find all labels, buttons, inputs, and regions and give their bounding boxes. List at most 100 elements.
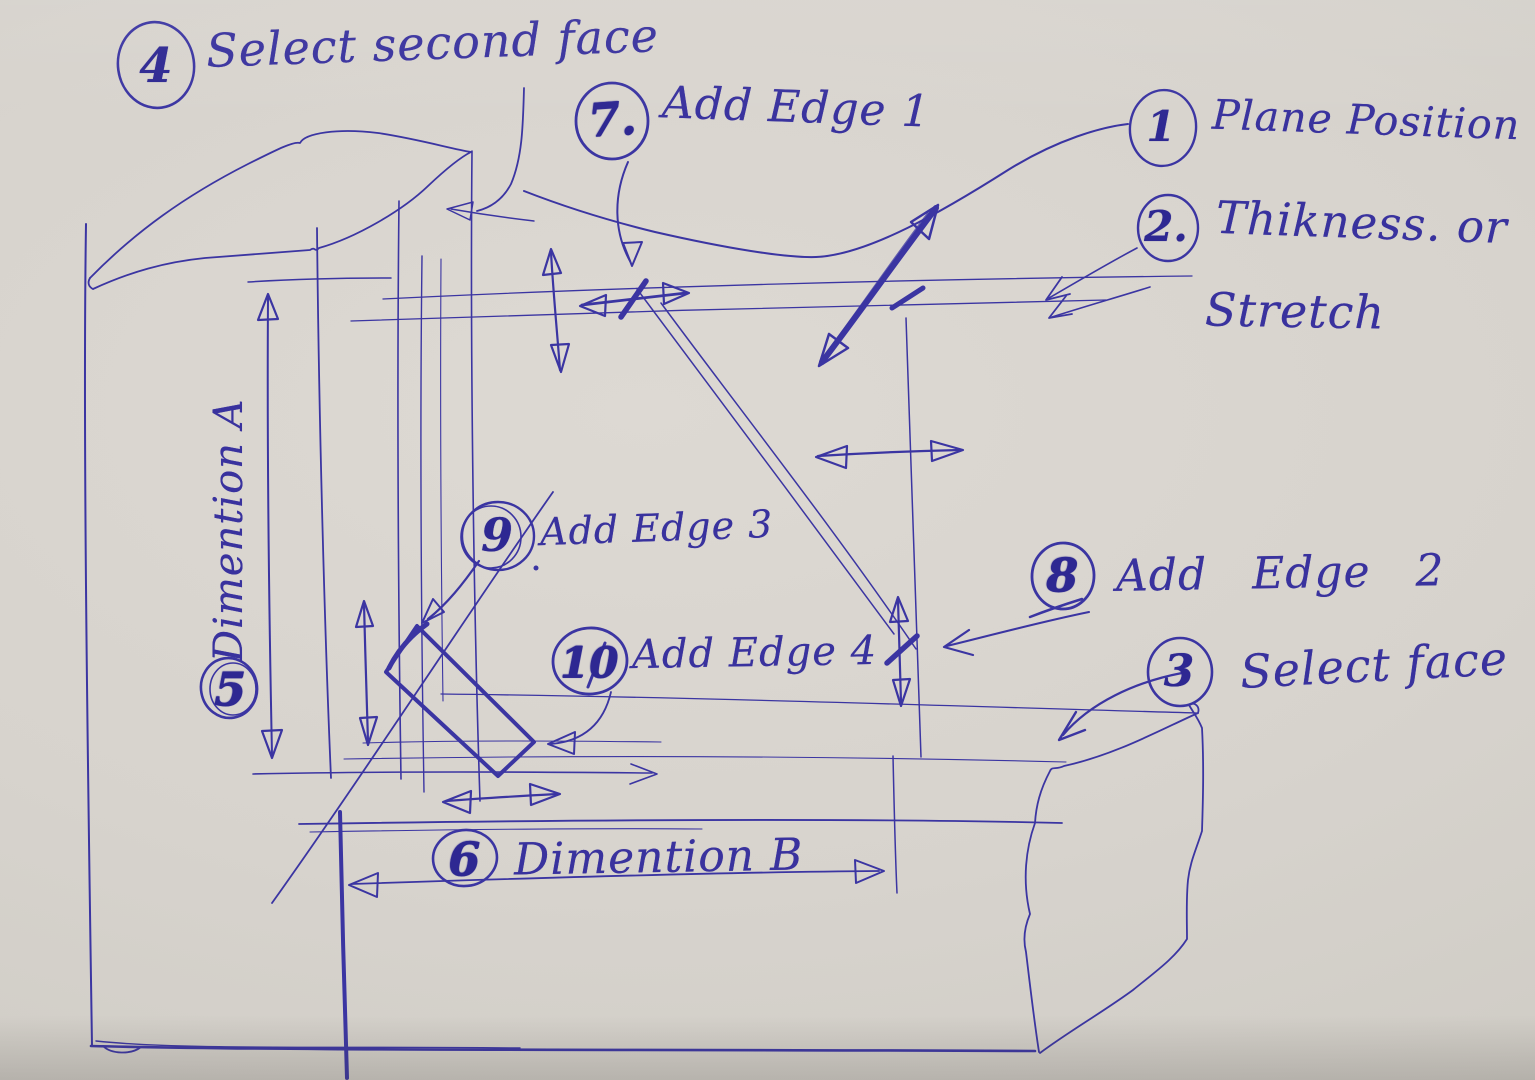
annotation-label-stretch: Stretch [1204,282,1386,340]
leader-3 [1061,671,1184,737]
thick-arrow-head-sw [817,332,850,368]
tilted-rectangle-bold [384,624,536,778]
marked-edge-line [450,208,535,222]
chamfer-diagonal-2 [660,302,917,650]
annotation-number-8: 8 [1045,548,1078,602]
annotation-number-1: 1 [1146,102,1176,151]
edge1-markers [541,161,691,374]
circle-9-inner [460,505,522,569]
dim-b-line [351,870,880,885]
circle-10-zero-cross [586,641,607,689]
torn-edge-shape-right [1023,702,1205,1054]
vertical-line-441 [440,258,444,702]
bottom-frame-line [89,1044,1037,1053]
annotation-number-3: 3 [1163,646,1195,697]
bottom-line-773 [252,771,653,775]
annotation-number-2: 2. [1144,202,1188,251]
circle-9-outer [460,500,536,572]
thick-arrow-shaft-overdraw [826,212,930,354]
dim-a-top-extension [247,277,392,283]
varrow-551-up [541,247,563,277]
leader-9-arrowhead [421,598,445,624]
chamfer-diagonal-1 [636,288,895,635]
annotation-circles [116,20,1214,888]
circle-9-dot [533,565,539,571]
plane-position-arrow [814,203,965,470]
bottom-line-823 [298,819,1063,825]
bottom-frame-loop [102,1045,142,1054]
varrow-899-up [888,595,910,624]
thick-arrow-cross-tick [889,285,926,311]
leader-2b [1051,286,1151,318]
varrow-551-down [549,342,571,374]
dim-a-line [266,297,273,756]
edge1-horizontal-arrow [580,291,688,307]
vertical-line-472 [470,150,481,802]
body-right-edge [905,317,922,758]
dimension-b [348,755,898,898]
stretch-arrow-right [929,439,965,463]
bottom-line-823-overdraw [309,828,703,833]
annotation-label-dimention-a: Dimention A [206,398,252,662]
dim-a-arrow-down [260,728,284,760]
torn-left-edge [1023,712,1199,1053]
annotation-number-9: 9 [480,508,513,562]
vertical-line-345-bold [338,810,349,1080]
leader-3-arrowhead [1057,710,1087,742]
varrow-365-down [358,715,379,747]
annotation-number-6: 6 [447,832,480,886]
circle-7 [574,81,650,161]
edge2-bold-mark [884,633,920,666]
circle-1 [1128,88,1198,168]
right-leaders [1045,247,1184,742]
dim-b-right-extension [892,755,898,894]
vertical-line-316 [316,227,332,779]
bottom-frame-overdraw [95,1040,521,1049]
cloud-top-edge [89,130,472,279]
torn-right-edge [1039,702,1205,1054]
tilted-rectangle-top-arc [386,621,430,671]
annotation-number-7: 7. [586,90,638,148]
vertical-double-arrow-365 [362,602,370,744]
left-frame-line [83,223,93,1047]
annotation-label-thikness-or: Thikness. or [1215,190,1509,255]
annotation-label-dimention-b: Dimention B [513,829,804,886]
circle-5-outer [199,656,259,720]
leader-7-arrowhead [622,241,643,267]
dim-b-arrow-left [348,872,379,898]
annotation-number-5: 5 [213,662,246,716]
annotation-label-add-edge-1: Add Edge 1 [661,77,932,138]
annotation-label-add-edge-2: Add Edge 2 [1115,545,1445,602]
cloud-left-cap [87,277,94,290]
leader-10 [550,691,612,745]
edge1-harrow-right [661,281,691,306]
leader-8 [946,611,1090,647]
harrow-800-right [528,782,562,807]
bottom-line-742 [362,740,662,744]
circle-10 [551,626,629,696]
dim-a-arrow-up [256,292,280,322]
edge1-harrow-left [578,293,608,318]
top-face-line-1 [382,275,1193,300]
torn-edge-cloud-top-left [87,130,472,290]
stretch-double-arrow [816,448,962,458]
body-top-s-curve [523,123,1129,259]
varrow-899-down [891,677,912,708]
mid-shelf-line-696 [440,693,1198,714]
edge3-edge4-markers [354,559,612,815]
annotation-label-add-edge-3: Add Edge 3 [539,501,775,555]
annotation-number-4: 4 [139,38,173,94]
main-body-outline [252,87,1198,904]
circle-2 [1136,193,1200,263]
circle-3 [1146,636,1214,708]
circle-5-inner [209,662,257,716]
cloud-bottom-edge [92,151,472,290]
leader-2a [1048,247,1138,299]
circle-6 [431,828,499,888]
select-second-face-tick [476,87,525,212]
leader-9 [426,559,481,621]
vertical-double-arrow-551 [549,250,562,372]
page-frame [83,223,1037,1080]
